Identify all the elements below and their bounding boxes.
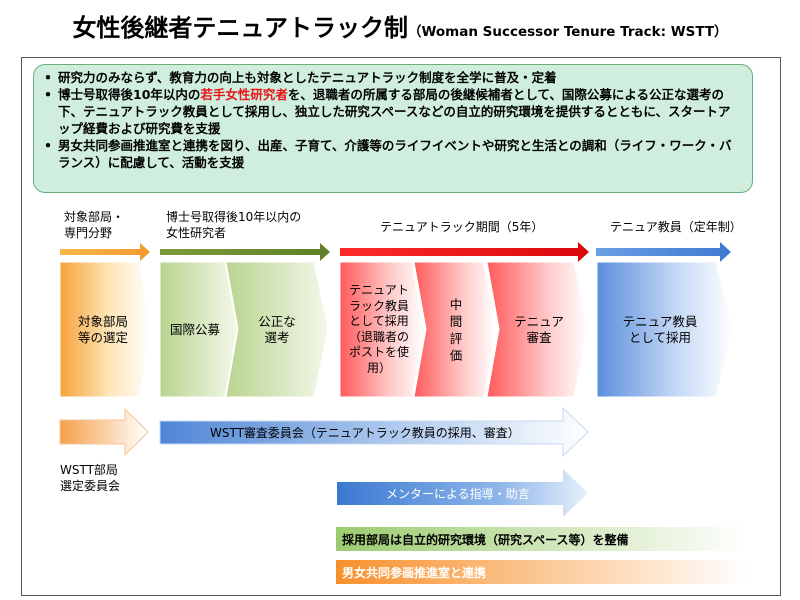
summary-item: 男女共同参画推進室と連携を図り、出産、子育て、介護等のライフイベントや研究と生活… bbox=[42, 137, 742, 171]
phase-arrow-tenure-track bbox=[340, 242, 589, 262]
title-main: 女性後継者テニュアトラック制 bbox=[72, 14, 408, 42]
highlight-text: 若手女性研究者 bbox=[200, 87, 288, 102]
summary-item: 博士号取得後10年以内の若手女性研究者を、退職者の所属する部局の後継候補者として… bbox=[42, 86, 742, 137]
arrow-dept-selection bbox=[59, 407, 149, 457]
summary-item: 研究力のみならず、教育力の向上も対象としたテニュアトラック制度を全学に普及・定着 bbox=[42, 69, 742, 86]
chevron-tenure-hire bbox=[596, 261, 734, 398]
chevron-review bbox=[225, 261, 329, 398]
summary-box: 研究力のみならず、教育力の向上も対象としたテニュアトラック制度を全学に普及・定着… bbox=[33, 64, 753, 193]
step-midterm-label: 中 間 評 価 bbox=[449, 296, 463, 363]
committee-dept-selection-label: WSTT部局 選定委員会 bbox=[60, 463, 121, 493]
chevron-midterm bbox=[413, 261, 497, 398]
chevron-select bbox=[59, 261, 151, 398]
step-select-label: 対象部局 等の選定 bbox=[77, 313, 128, 345]
chevron-hire bbox=[339, 261, 425, 398]
phase-label-tenured: テニュア教員（定年制） bbox=[610, 220, 742, 234]
step-tenure-review-label: テニュア 審査 bbox=[514, 313, 564, 345]
page-title: 女性後継者テニュアトラック制（Woman Successor Tenure Tr… bbox=[0, 8, 800, 43]
chevron-recruit bbox=[159, 261, 238, 398]
chevron-tenure-review bbox=[486, 261, 589, 398]
phase-arrow-researcher bbox=[160, 243, 330, 261]
phase-label-tenure-track: テニュアトラック期間（5年） bbox=[380, 220, 544, 234]
bar-environment bbox=[336, 527, 748, 551]
arrow-mentor bbox=[337, 469, 588, 517]
environment-label: 採用部局は自立的研究環境（研究スペース等）を整備 bbox=[342, 533, 629, 547]
phase-label-target: 対象部局・ 専門分野 bbox=[64, 210, 125, 240]
phase-arrow-target bbox=[60, 243, 150, 261]
phase-arrow-tenured bbox=[596, 242, 731, 262]
step-hire-label: テニュアト ラック教員 として採用 （退職者の ポストを使 用） bbox=[348, 283, 409, 375]
step-review-label: 公正な 選考 bbox=[258, 313, 296, 345]
step-tenure-hire-label: テニュア教員 として採用 bbox=[622, 313, 698, 345]
phase-label-researcher: 博士号取得後10年以内の 女性研究者 bbox=[166, 210, 302, 240]
gender-office-label: 男女共同参画推進室と連携 bbox=[342, 566, 487, 580]
mentor-label: メンターによる指導・助言 bbox=[386, 487, 530, 501]
arrow-review-committee bbox=[159, 406, 589, 458]
step-recruit-label: 国際公募 bbox=[169, 321, 220, 337]
diagram-frame bbox=[21, 57, 781, 596]
committee-review-label: WSTT審査委員会（テニュアトラック教員の採用、審査） bbox=[210, 426, 520, 440]
title-subtitle: （Woman Successor Tenure Track: WSTT） bbox=[407, 24, 728, 40]
bar-gender-office bbox=[336, 560, 748, 584]
